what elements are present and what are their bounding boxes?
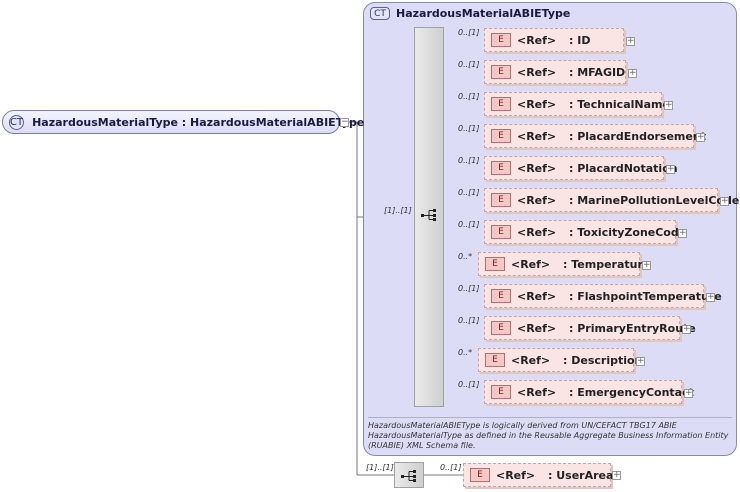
- element-icon: E: [470, 468, 490, 482]
- sequence-cardinality: [1]..[1]: [384, 206, 412, 215]
- element-cardinality: 0..*: [458, 348, 473, 357]
- element-name: : Description: [563, 353, 643, 367]
- element-node[interactable]: E <Ref> : PlacardNotation: [484, 156, 678, 180]
- element-icon: E: [491, 321, 511, 335]
- element-cardinality: 0..[1]: [458, 124, 480, 133]
- element-icon: E: [491, 65, 511, 79]
- panel-title: HazardousMaterialABIEType: [396, 7, 571, 20]
- element-node[interactable]: E <Ref> : PrimaryEntryRoute: [484, 316, 696, 340]
- element-cardinality: 0..[1]: [458, 28, 480, 37]
- element-ref: <Ref>: [517, 289, 557, 303]
- element-node[interactable]: E <Ref> : Description: [478, 348, 642, 372]
- element-icon: E: [491, 129, 511, 143]
- complex-type-icon: CT: [9, 114, 25, 130]
- expand-icon[interactable]: +: [682, 324, 691, 334]
- element-node[interactable]: E <Ref> : MarinePollutionLevelCode: [484, 188, 739, 212]
- sequence-icon: [421, 209, 436, 221]
- element-ref: <Ref>: [517, 65, 557, 79]
- expand-icon[interactable]: +: [678, 228, 687, 238]
- expand-icon[interactable]: +: [706, 292, 715, 302]
- element-cardinality: 0..[1]: [458, 188, 480, 197]
- element-node[interactable]: E <Ref> : TechnicalName: [484, 92, 670, 116]
- element-cardinality: 0..[1]: [458, 316, 480, 325]
- root-type-label: HazardousMaterialType : HazardousMateria…: [32, 115, 365, 129]
- expand-icon[interactable]: +: [664, 100, 673, 110]
- element-node[interactable]: E <Ref> : ID: [484, 28, 624, 52]
- element-node[interactable]: E <Ref> : EmergencyContact: [484, 380, 694, 404]
- element-cardinality: 0..[1]: [458, 60, 480, 69]
- expand-icon[interactable]: +: [628, 68, 637, 78]
- expand-icon[interactable]: +: [636, 356, 645, 366]
- element-name: : FlashpointTemperature: [569, 289, 722, 303]
- element-name: : Temperature: [563, 257, 651, 271]
- element-name: : PlacardNotation: [569, 161, 678, 175]
- element-name: : ID: [569, 33, 591, 47]
- element-ref: <Ref>: [511, 353, 551, 367]
- complex-type-icon: CT: [370, 7, 390, 20]
- element-ref: <Ref>: [511, 257, 551, 271]
- element-name: : MFAGID: [569, 65, 626, 79]
- element-cardinality: 0..[1]: [458, 284, 480, 293]
- panel-header: CT HazardousMaterialABIEType: [370, 7, 570, 20]
- element-ref: <Ref>: [517, 33, 557, 47]
- element-cardinality: 0..[1]: [458, 220, 480, 229]
- element-name: : UserArea: [548, 468, 614, 482]
- element-name: : EmergencyContact: [569, 385, 694, 399]
- element-icon: E: [491, 161, 511, 175]
- element-icon: E: [491, 33, 511, 47]
- element-node-user-area[interactable]: E <Ref> : UserArea: [463, 463, 614, 487]
- sequence-icon: [401, 470, 416, 482]
- element-icon: E: [485, 257, 505, 271]
- element-ref: <Ref>: [517, 97, 557, 111]
- element-name: : TechnicalName: [569, 97, 670, 111]
- element-cardinality: 0..[1]: [458, 156, 480, 165]
- element-ref: <Ref>: [517, 385, 557, 399]
- element-cardinality: 0..[1]: [458, 380, 480, 389]
- element-icon: E: [491, 97, 511, 111]
- element-cardinality: 0..[1]: [458, 92, 480, 101]
- element-node[interactable]: E <Ref> : PlacardEndorsement: [484, 124, 706, 148]
- expand-icon[interactable]: +: [684, 388, 693, 398]
- expand-icon[interactable]: +: [720, 196, 729, 206]
- element-name: : PrimaryEntryRoute: [569, 321, 696, 335]
- element-ref: <Ref>: [496, 468, 536, 482]
- sequence-compositor-2[interactable]: [394, 462, 424, 488]
- element-node[interactable]: E <Ref> : MFAGID: [484, 60, 626, 84]
- expand-icon[interactable]: +: [696, 132, 705, 142]
- element-ref: <Ref>: [517, 129, 557, 143]
- expand-icon[interactable]: +: [666, 164, 675, 174]
- expand-icon[interactable]: +: [612, 470, 621, 480]
- expand-icon[interactable]: +: [642, 260, 651, 270]
- element-ref: <Ref>: [517, 321, 557, 335]
- element-node[interactable]: E <Ref> : Temperature: [478, 252, 650, 276]
- root-type-node[interactable]: CT HazardousMaterialType : HazardousMate…: [2, 110, 364, 134]
- element-cardinality: 0..*: [458, 252, 473, 261]
- element-icon: E: [485, 353, 505, 367]
- element-ref: <Ref>: [517, 193, 557, 207]
- element-name: : MarinePollutionLevelCode: [569, 193, 740, 207]
- expand-icon[interactable]: +: [626, 36, 635, 46]
- element-ref: <Ref>: [517, 225, 557, 239]
- collapse-icon[interactable]: −: [340, 117, 349, 127]
- sequence-compositor[interactable]: [414, 27, 444, 407]
- annotation-note: HazardousMaterialABIEType is logically d…: [368, 417, 732, 455]
- element-ref: <Ref>: [517, 161, 557, 175]
- element-node[interactable]: E <Ref> : FlashpointTemperature: [484, 284, 722, 308]
- user-area-cardinality: 0..[1]: [440, 463, 462, 472]
- element-icon: E: [491, 193, 511, 207]
- element-icon: E: [491, 289, 511, 303]
- second-sequence-cardinality: [1]..[1]: [366, 463, 394, 472]
- element-icon: E: [491, 385, 511, 399]
- element-name: : PlacardEndorsement: [569, 129, 706, 143]
- element-icon: E: [491, 225, 511, 239]
- element-node[interactable]: E <Ref> : ToxicityZoneCode: [484, 220, 686, 244]
- element-name: : ToxicityZoneCode: [569, 225, 687, 239]
